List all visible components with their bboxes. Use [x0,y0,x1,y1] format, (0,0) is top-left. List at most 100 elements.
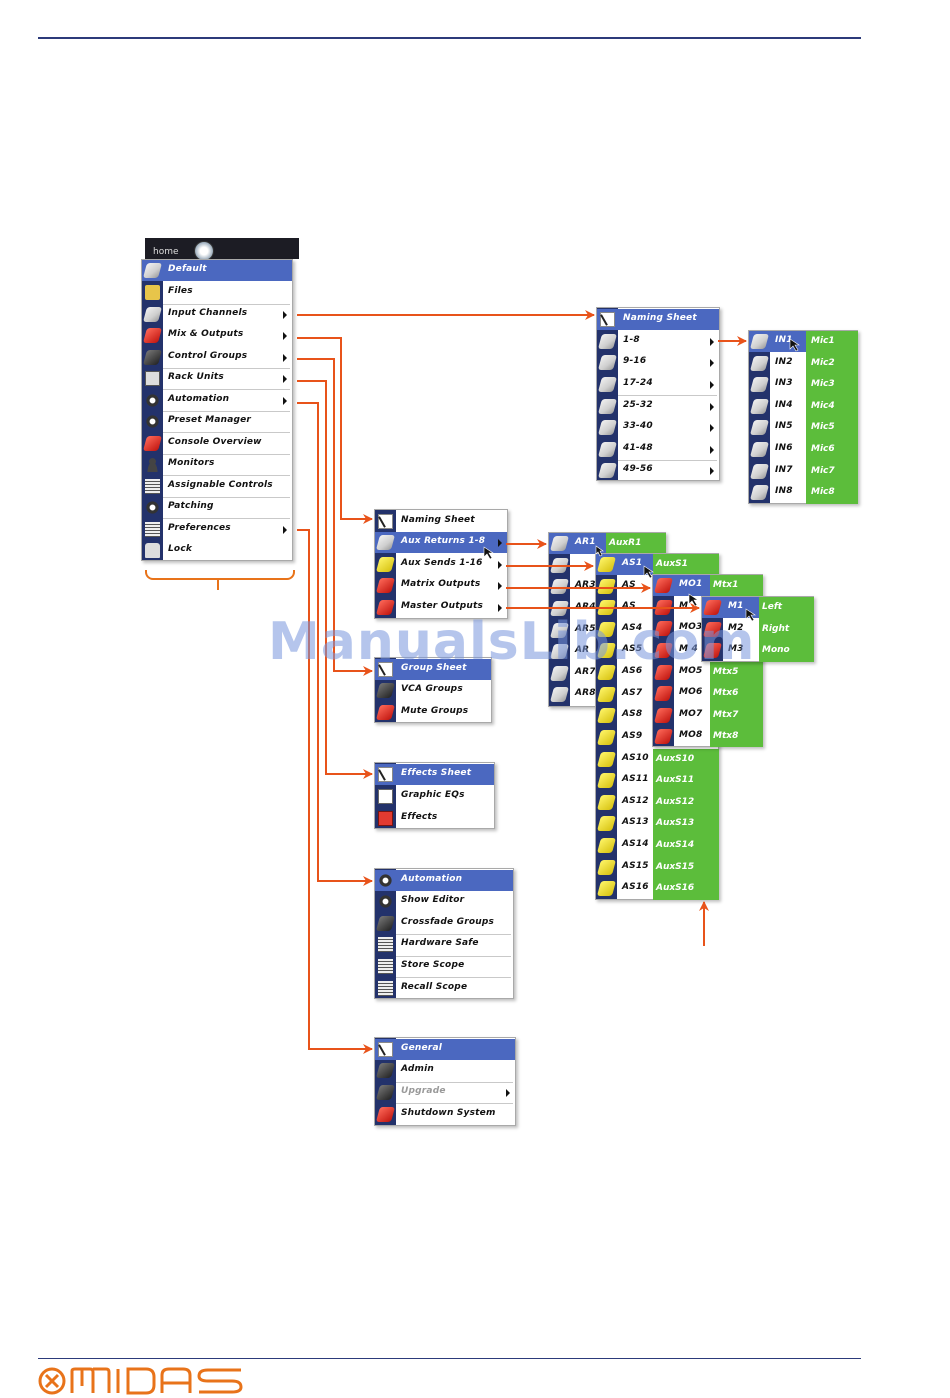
aux-send-11[interactable]: AS11 [596,770,653,791]
matrix-4[interactable]: M 4 [653,640,710,661]
divider [163,475,290,476]
menu-item-upgrade[interactable]: Upgrade [375,1082,515,1103]
menu-item-general[interactable]: General [375,1039,515,1060]
menu-item-effects-sheet[interactable]: Effects Sheet [375,764,494,785]
aux-send-5[interactable]: AS5 [596,640,653,661]
aux-return-5[interactable]: AR5 [549,620,606,641]
channel-in6[interactable]: IN6 [749,439,806,460]
aux-send-10[interactable]: AS10 [596,749,653,770]
divider [396,934,511,935]
submenu-arrow-icon [710,359,714,367]
aux-send-13[interactable]: AS13 [596,813,653,834]
menu-item-mix-outputs[interactable]: Mix & Outputs [142,325,292,346]
menu-item-store-scope[interactable]: Store Scope [375,956,513,977]
aux-send-2[interactable]: AS [596,576,653,597]
menu-item-files[interactable]: Files [142,282,292,303]
aux-return-6[interactable]: AR [549,641,606,662]
channel-name: Mic8 [811,487,835,497]
channel-label: MO8 [679,730,703,740]
menu-item-automation[interactable]: Automation [375,870,513,891]
menu-item-input-channels[interactable]: Input Channels [142,304,292,325]
matrix-2[interactable]: M [653,597,710,618]
aux-send-4[interactable]: AS4 [596,619,653,640]
channel-in8[interactable]: IN8 [749,482,806,503]
menu-item-patching[interactable]: Patching [142,497,292,518]
menu-item-monitors[interactable]: Monitors [142,454,292,475]
channel-label: M [679,601,689,611]
menu-item-9-16[interactable]: 9-16 [597,352,719,373]
menu-item-console-overview[interactable]: Console Overview [142,433,292,454]
aux-send-16[interactable]: AS16 [596,878,653,899]
channel-in7[interactable]: IN7 [749,461,806,482]
channel-in5[interactable]: IN5 [749,417,806,438]
menu-item-matrix-outputs[interactable]: Matrix Outputs [375,575,507,596]
matrix-7[interactable]: MO7 [653,705,710,726]
menu-strip [749,331,770,503]
menu-item-recall-scope[interactable]: Recall Scope [375,978,513,999]
menu-item-25-32[interactable]: 25-32 [597,396,719,417]
menu-item-lock[interactable]: Lock [142,540,292,561]
menu-item-naming-sheet[interactable]: Naming Sheet [375,511,507,532]
matrix-5[interactable]: MO5 [653,662,710,683]
menu-item-41-48[interactable]: 41-48 [597,439,719,460]
menu-item-admin[interactable]: Admin [375,1060,515,1081]
menu-item-shutdown-system[interactable]: Shutdown System [375,1104,515,1125]
master-2[interactable]: M2 [702,619,759,640]
matrix-6[interactable]: MO6 [653,683,710,704]
store-icon [378,959,393,974]
aux-send-7[interactable]: AS7 [596,684,653,705]
menu-item-show-editor[interactable]: Show Editor [375,891,513,912]
menu-item-effects[interactable]: Effects [375,808,494,829]
aux-send-9[interactable]: AS9 [596,727,653,748]
channel-in3[interactable]: IN3 [749,374,806,395]
channel-name: Mtx6 [713,688,739,698]
menu-item-1-8[interactable]: 1-8 [597,331,719,352]
menu-item-aux-sends[interactable]: Aux Sends 1-16 [375,554,507,575]
home-tab[interactable]: home [145,238,299,259]
channel-in2[interactable]: IN2 [749,353,806,374]
aux-return-8[interactable]: AR8 [549,684,606,705]
menu-item-default[interactable]: Default [142,260,292,281]
master-1[interactable]: M1 [702,597,759,618]
aux-return-3[interactable]: AR3 [549,576,606,597]
home-tab-label: home [153,247,179,257]
channel-label: AS8 [622,709,643,719]
menu-label: Lock [168,544,193,554]
menu-item-vca-groups[interactable]: VCA Groups [375,680,491,701]
aux-send-15[interactable]: AS15 [596,857,653,878]
aux-return-1[interactable]: AR1 [549,533,606,554]
menu-item-mute-groups[interactable]: Mute Groups [375,702,491,723]
aux-send-12[interactable]: AS12 [596,792,653,813]
menu-item-group-sheet[interactable]: Group Sheet [375,659,491,680]
matrix-3[interactable]: MO3 [653,618,710,639]
menu-item-aux-returns[interactable]: Aux Returns 1-8 [375,532,507,553]
aux-return-7[interactable]: AR7 [549,663,606,684]
aux-send-6[interactable]: AS6 [596,662,653,683]
aux-send-14[interactable]: AS14 [596,835,653,856]
menu-item-hardware-safe[interactable]: Hardware Safe [375,934,513,955]
arrow-rack-units [297,380,373,779]
menu-item-naming-sheet[interactable]: Naming Sheet [597,309,719,330]
aux-send-8[interactable]: AS8 [596,705,653,726]
submenu-arrow-icon [283,375,287,383]
menu-item-49-56[interactable]: 49-56 [597,460,719,481]
channel-in4[interactable]: IN4 [749,396,806,417]
aux-send-1[interactable]: AS1 [596,554,653,575]
menu-item-control-groups[interactable]: Control Groups [142,347,292,368]
matrix-1[interactable]: MO1 [653,575,710,596]
menu-item-crossfade-groups[interactable]: Crossfade Groups [375,913,513,934]
menu-item-assignable-controls[interactable]: Assignable Controls [142,476,292,497]
aux-send-3[interactable]: AS [596,597,653,618]
menu-item-rack-units[interactable]: Rack Units [142,368,292,389]
menu-item-preset-manager[interactable]: Preset Manager [142,411,292,432]
menu-item-preferences[interactable]: Preferences [142,519,292,540]
menu-item-automation[interactable]: Automation [142,390,292,411]
matrix-8[interactable]: MO8 [653,726,710,747]
menu-item-33-40[interactable]: 33-40 [597,417,719,438]
rack-units-menu: Effects Sheet Graphic EQs Effects [374,762,495,829]
menu-label: Effects Sheet [401,768,472,778]
menu-item-17-24[interactable]: 17-24 [597,374,719,395]
menu-item-master-outputs[interactable]: Master Outputs [375,597,507,618]
master-3[interactable]: M3 [702,640,759,661]
menu-item-graphic-eqs[interactable]: Graphic EQs [375,786,494,807]
